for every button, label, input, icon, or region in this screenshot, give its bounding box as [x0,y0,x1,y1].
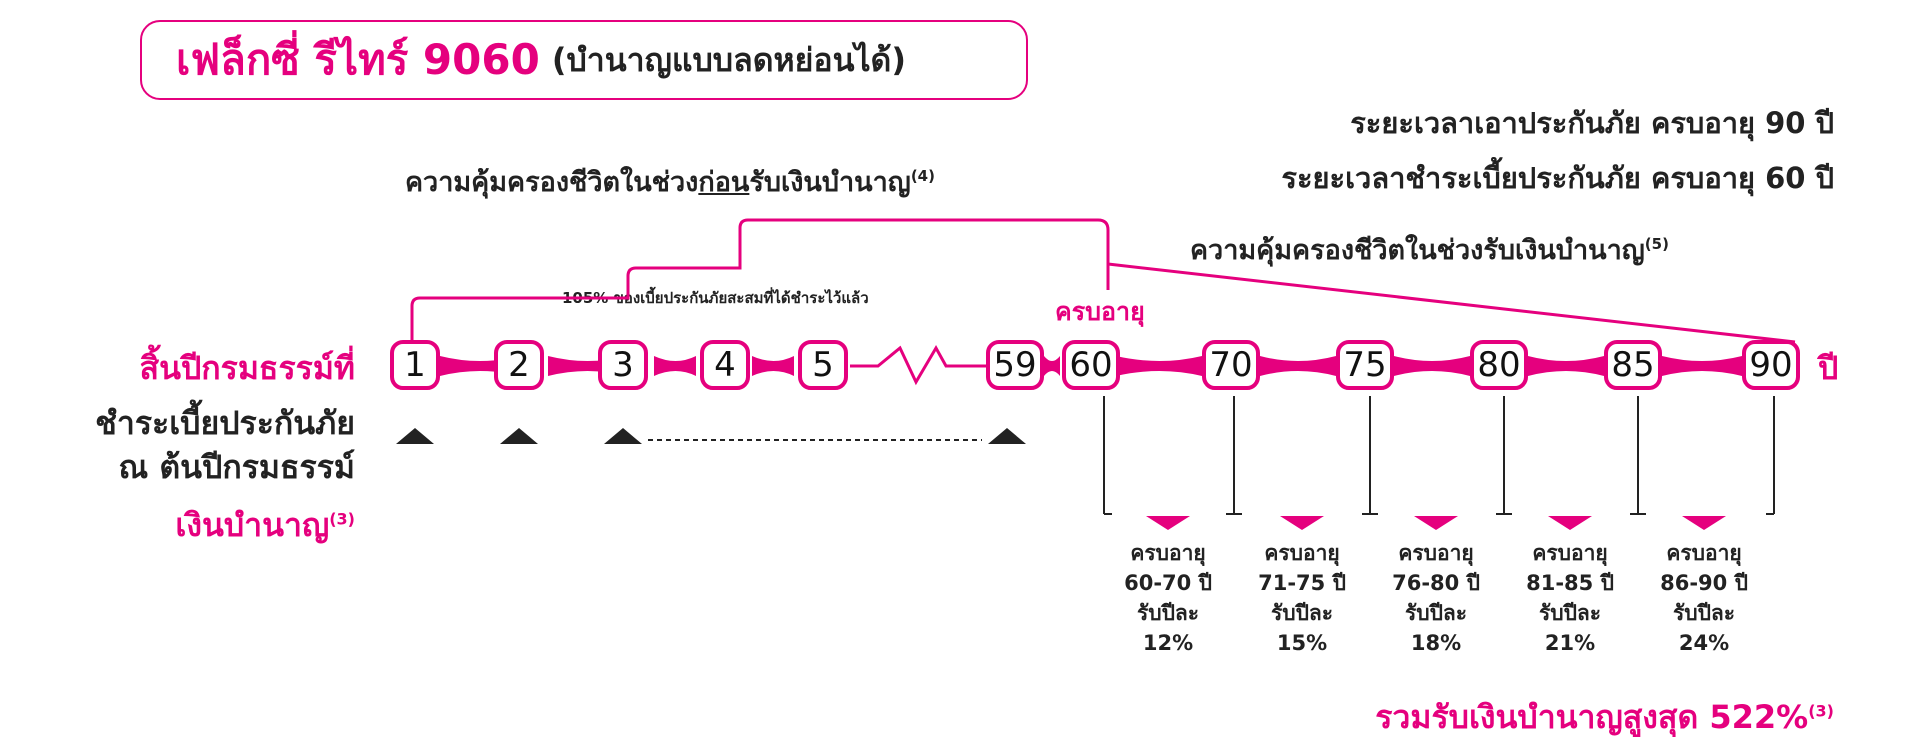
timeline-node: 2 [494,340,544,390]
total-annuity-label: รวมรับเงินบำนาญสูงสุด 522%(3) [1375,698,1834,736]
timeline-node: 3 [598,340,648,390]
premium-label-line1: ชำระเบี้ยประกันภัย [95,404,355,442]
premium-refund-note: 105% ของเบี้ยประกันภัยสะสมที่ได้ชำระไว้แ… [562,289,869,307]
product-subtitle: (บำนาญแบบลดหย่อนได้) [551,40,906,79]
title-box: เฟล็กซี่ รีไทร์ 9060 (บำนาญแบบลดหย่อนได้… [140,20,1028,100]
payment-period: ระยะเวลาชำระเบี้ยประกันภัย ครบอายุ 60 ปี [1281,161,1834,195]
timeline-node: 80 [1470,340,1528,390]
annuity-label: เงินบำนาญ(3) [175,506,355,544]
timeline-node: 59 [986,340,1044,390]
coverage-during-label: ความคุ้มครองชีวิตในช่วงรับเงินบำนาญ(5) [1190,235,1669,266]
timeline-node: 70 [1202,340,1260,390]
coverage-period: ระยะเวลาเอาประกันภัย ครบอายุ 90 ปี [1350,106,1834,140]
timeline-node: 60 [1062,340,1120,390]
timeline-node: 75 [1336,340,1394,390]
end-of-policy-year-label: สิ้นปีกรมธรรม์ที่ [139,349,355,387]
coverage-before-line [410,218,1110,340]
year-unit-label: ปี [1818,349,1839,387]
timeline-node: 1 [390,340,440,390]
premium-label-line2: ณ ต้นปีกรมธรรม์ [118,448,355,486]
timeline-node: 4 [700,340,750,390]
timeline-break [850,344,986,386]
coverage-before-label: ความคุ้มครองชีวิตในช่วงก่อนรับเงินบำนาญ(… [405,167,935,198]
product-title: เฟล็กซี่ รีไทร์ 9060 [176,35,540,84]
payout-markers [1146,516,1726,530]
timeline-node: 90 [1742,340,1800,390]
premium-markers [396,428,1026,444]
timeline-bands [440,356,1742,376]
timeline-node: 5 [798,340,848,390]
coverage-during-line [1107,262,1796,344]
annuity-brackets [1103,396,1775,515]
timeline-node: 85 [1604,340,1662,390]
age-60-tag: ครบอายุ [1055,297,1145,326]
